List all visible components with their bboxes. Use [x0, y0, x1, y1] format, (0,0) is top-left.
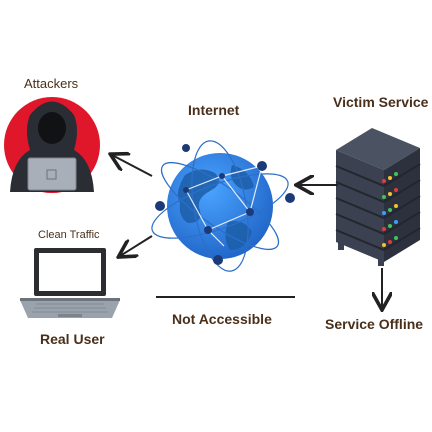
laptop-icon: [20, 248, 120, 318]
real-user-label: Real User: [40, 331, 105, 347]
clean-traffic-label: Clean Traffic: [38, 229, 100, 241]
arrow-to-real-user: [120, 235, 153, 256]
service-offline-label: Service Offline: [325, 316, 424, 332]
attackers-label: Attackers: [24, 76, 79, 91]
arrows: [112, 155, 382, 308]
internet-label: Internet: [188, 102, 240, 118]
server-icon: [335, 128, 421, 266]
not-accessible-label: Not Accessible: [172, 311, 272, 327]
globe-icon: [151, 140, 295, 272]
arrow-to-attackers: [112, 155, 153, 177]
attacker-icon: [4, 97, 100, 193]
victim-service-label: Victim Service: [333, 94, 429, 110]
